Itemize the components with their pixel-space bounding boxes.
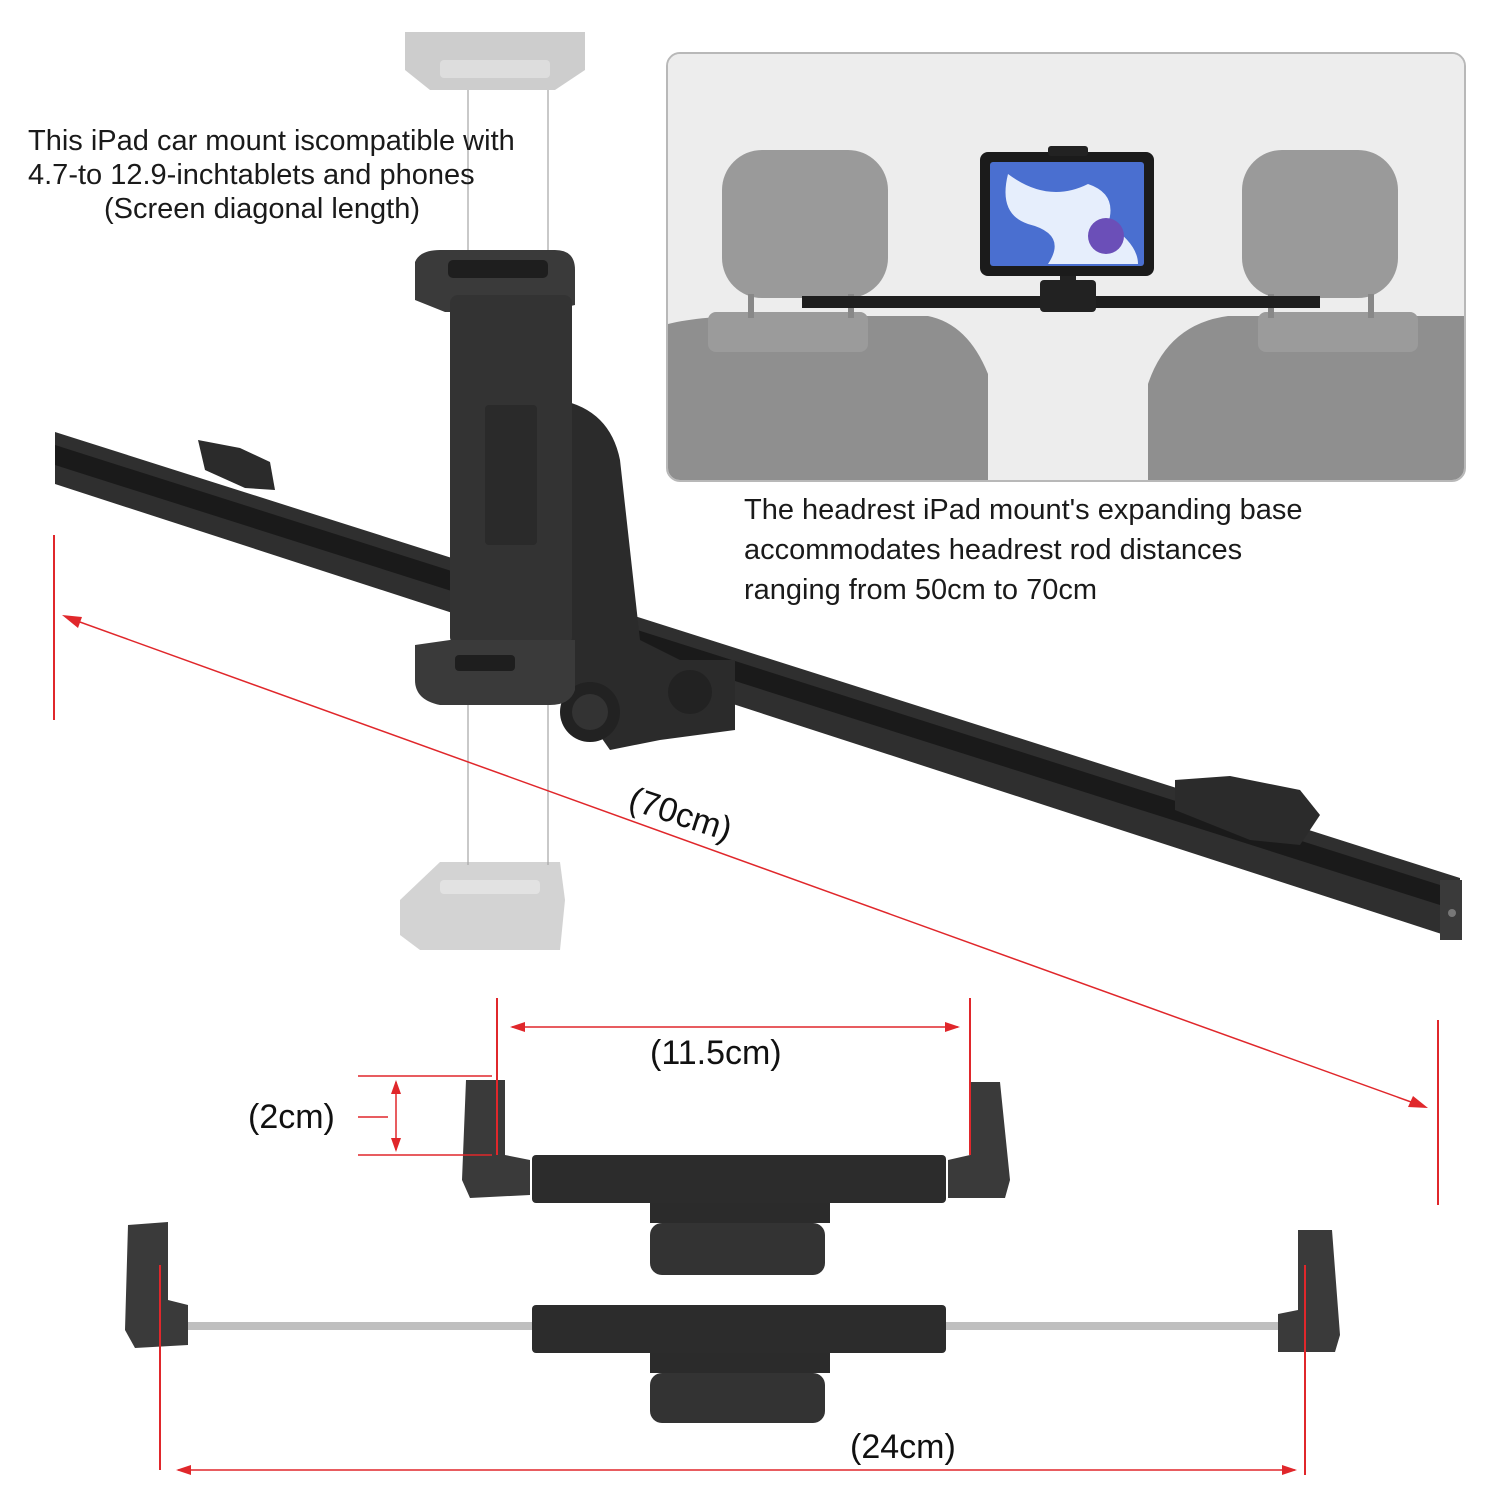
base-note-line2: accommodates headrest rod distances: [744, 534, 1243, 566]
compatibility-note-line2: 4.7-to 12.9-inchtablets and phones: [28, 159, 475, 191]
headrest-hook-right: [1175, 776, 1320, 845]
dimension-24cm: [159, 1265, 1306, 1475]
headrest-hook-left: [198, 440, 275, 490]
compatibility-note-line1: This iPad car mount iscompatible with: [28, 125, 515, 157]
mount-arm: [560, 400, 735, 750]
clamp-max-width-label: (24cm): [850, 1428, 956, 1466]
car-seats-scene: [668, 54, 1464, 480]
phone-clamp: [415, 250, 575, 705]
tablet: [980, 146, 1154, 276]
ghost-top-clamp: [405, 32, 585, 90]
dimension-2cm: [358, 1075, 492, 1156]
dimension-11-5cm: [496, 998, 971, 1155]
mount-joint: [1040, 280, 1096, 312]
clamp-min-width-label: (11.5cm): [650, 1034, 782, 1072]
car-headrest-photo: [666, 52, 1466, 482]
compatibility-note: This iPad car mount iscompatible with 4.…: [28, 124, 628, 226]
dimension-70cm: [53, 535, 1439, 1205]
base-note-line3: ranging from 50cm to 70cm: [744, 574, 1097, 606]
right-seat: [1148, 150, 1464, 480]
compatibility-note-line3: (Screen diagonal length): [104, 193, 420, 225]
clamp-bottom-view-extended: [125, 1222, 1340, 1423]
base-note: The headrest iPad mount's expanding base…: [744, 490, 1444, 610]
clamp-depth-label: (2cm): [248, 1098, 335, 1136]
ghost-bottom-clamp: [400, 862, 565, 950]
telescopic-rail: [55, 432, 1462, 940]
clamp-top-view-closed: [462, 1080, 1010, 1275]
left-seat: [668, 150, 988, 480]
base-note-line1: The headrest iPad mount's expanding base: [744, 494, 1303, 526]
